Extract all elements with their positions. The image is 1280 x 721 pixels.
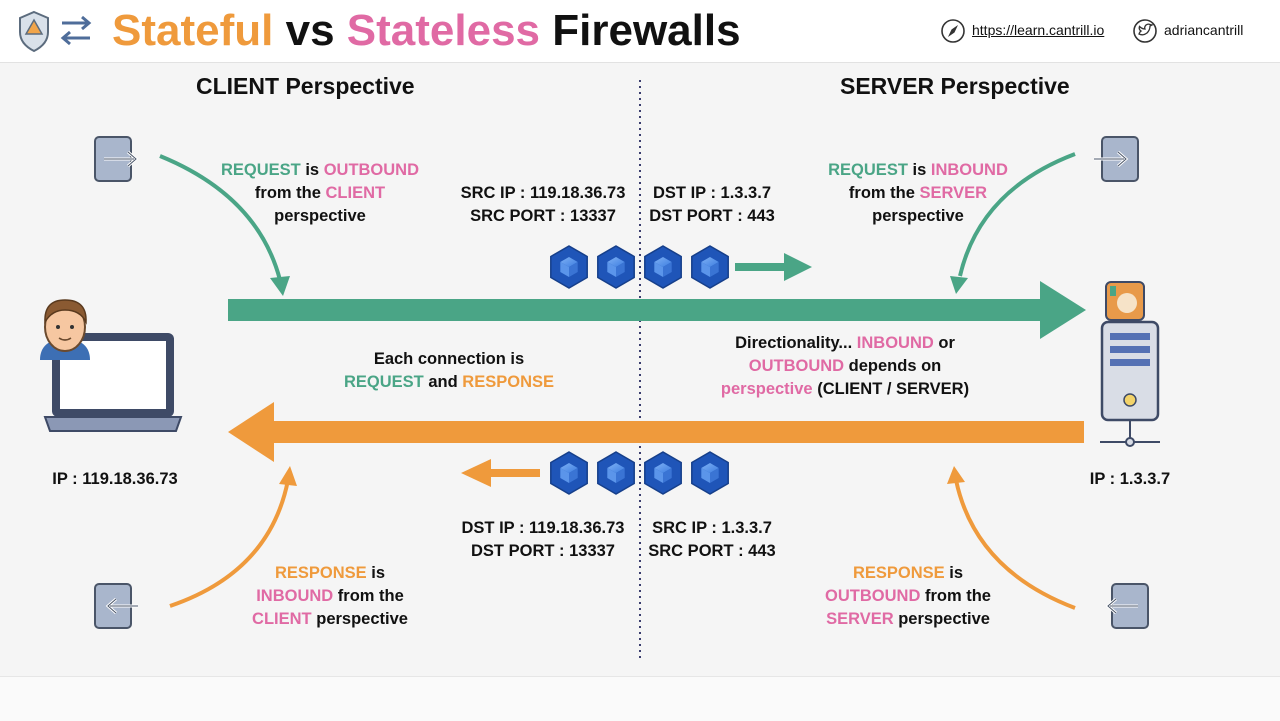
server-request-note: REQUEST is INBOUND from the SERVER persp… xyxy=(788,159,1048,228)
response-packet-arrow xyxy=(461,459,540,487)
note-word: perspective xyxy=(316,610,408,628)
title-stateless: Stateless xyxy=(346,6,541,55)
note-word: is xyxy=(949,564,964,582)
server-response-note: RESPONSE is OUTBOUND from the SERVER per… xyxy=(788,562,1028,631)
packet-cube-icon xyxy=(644,245,682,289)
note-word: perspective xyxy=(720,380,813,398)
note-word: REQUEST xyxy=(344,373,424,391)
server-ip-label: IP : 1.3.3.7 xyxy=(1089,470,1171,488)
src-port-label: SRC PORT : 13337 xyxy=(470,207,616,225)
note-word: OUTBOUND xyxy=(323,161,420,179)
note-word: RESPONSE xyxy=(274,564,367,582)
note-word: RESPONSE xyxy=(852,564,945,582)
note-word: REQUEST xyxy=(828,161,908,179)
dst-ip-label: DST IP : 119.18.36.73 xyxy=(461,519,625,537)
packet-cube-icon xyxy=(550,245,588,289)
compass-icon[interactable] xyxy=(941,19,965,43)
transfer-icon xyxy=(60,15,92,46)
server-response-curve xyxy=(947,466,1076,610)
note-word: is xyxy=(371,564,386,582)
person-avatar-icon xyxy=(40,299,90,360)
request-arrow xyxy=(228,281,1086,339)
shield-icon xyxy=(19,10,49,53)
connection-note: Each connection is REQUEST and RESPONSE xyxy=(339,348,559,394)
packet-cube-icon xyxy=(644,451,682,495)
note-word: RESPONSE xyxy=(462,373,554,391)
dst-port-label: DST PORT : 13337 xyxy=(471,542,615,560)
server-request-curve xyxy=(950,152,1076,294)
src-ip-label: SRC IP : 1.3.3.7 xyxy=(652,519,772,537)
request-destination-info: DST IP : 1.3.3.7 DST PORT : 443 xyxy=(632,182,792,228)
note-word: depends on xyxy=(848,357,942,375)
directionality-note: Directionality... INBOUND or OUTBOUND de… xyxy=(700,332,990,401)
packet-cube-icon xyxy=(597,245,635,289)
note-word: or xyxy=(938,334,955,352)
note-word: from the xyxy=(337,587,404,605)
note-word: INBOUND xyxy=(930,161,1008,179)
note-word: from the xyxy=(848,184,915,202)
server-perspective-heading: SERVER Perspective xyxy=(840,73,1070,99)
logout-icon xyxy=(94,583,138,629)
client-response-note: RESPONSE is INBOUND from the CLIENT pers… xyxy=(215,562,445,631)
header-bar xyxy=(0,0,1280,63)
request-packet-arrow xyxy=(735,253,812,281)
packet-cube-icon xyxy=(597,451,635,495)
note-word: from the xyxy=(924,587,991,605)
response-arrow xyxy=(228,402,1084,462)
note-word: perspective xyxy=(898,610,990,628)
packet-cubes xyxy=(550,245,729,495)
src-port-label: SRC PORT : 443 xyxy=(648,542,776,560)
note-word: OUTBOUND xyxy=(825,587,921,605)
note-word: CLIENT xyxy=(252,610,312,628)
client-request-note: REQUEST is OUTBOUND from the CLIENT pers… xyxy=(190,159,450,228)
response-source-info: SRC IP : 1.3.3.7 SRC PORT : 443 xyxy=(632,517,792,563)
footer-bar xyxy=(0,676,1280,721)
note-word: from the xyxy=(254,184,321,202)
login-icon xyxy=(94,136,139,182)
login-icon xyxy=(1094,136,1139,182)
client-response-curve xyxy=(169,466,297,608)
twitter-icon[interactable] xyxy=(1133,19,1157,43)
src-ip-label: SRC IP : 119.18.36.73 xyxy=(460,184,626,202)
server-tower-icon xyxy=(1100,281,1160,447)
packet-cube-icon xyxy=(691,451,729,495)
note-word: OUTBOUND xyxy=(748,357,845,375)
dst-port-label: DST PORT : 443 xyxy=(649,207,775,225)
note-word: is xyxy=(305,161,320,179)
logout-icon xyxy=(1105,583,1149,629)
title-stateful: Stateful xyxy=(112,6,274,55)
packet-cube-icon xyxy=(691,245,729,289)
dst-ip-label: DST IP : 1.3.3.7 xyxy=(653,184,771,202)
note-word: SERVER xyxy=(919,184,988,202)
note-word: (CLIENT / SERVER) xyxy=(817,380,970,398)
note-word: perspective xyxy=(274,207,366,225)
note-word: perspective xyxy=(872,207,964,225)
title-vs: vs xyxy=(285,6,335,55)
twitter-handle-link[interactable]: adriancantrill xyxy=(1164,22,1244,38)
note-word: Directionality... xyxy=(735,334,853,352)
client-ip-label: IP : 119.18.36.73 xyxy=(52,470,178,488)
website-link[interactable]: https://learn.cantrill.io xyxy=(972,22,1105,38)
note-word: REQUEST xyxy=(220,161,301,179)
note-word: INBOUND xyxy=(856,334,934,352)
packet-cube-icon xyxy=(550,451,588,495)
client-perspective-heading: CLIENT Perspective xyxy=(196,73,415,99)
note-word: SERVER xyxy=(826,610,894,628)
note-word: INBOUND xyxy=(256,587,334,605)
client-request-curve xyxy=(159,154,290,296)
response-destination-info: DST IP : 119.18.36.73 DST PORT : 13337 xyxy=(443,517,643,563)
title-firewalls: Firewalls xyxy=(552,6,741,55)
note-word: and xyxy=(428,373,458,391)
note-word: CLIENT xyxy=(325,184,386,202)
note-word: is xyxy=(912,161,927,179)
note-word: Each connection is xyxy=(373,350,525,368)
page-title: Stateful vs Stateless Firewalls xyxy=(112,6,741,56)
request-source-info: SRC IP : 119.18.36.73 SRC PORT : 13337 xyxy=(443,182,643,228)
